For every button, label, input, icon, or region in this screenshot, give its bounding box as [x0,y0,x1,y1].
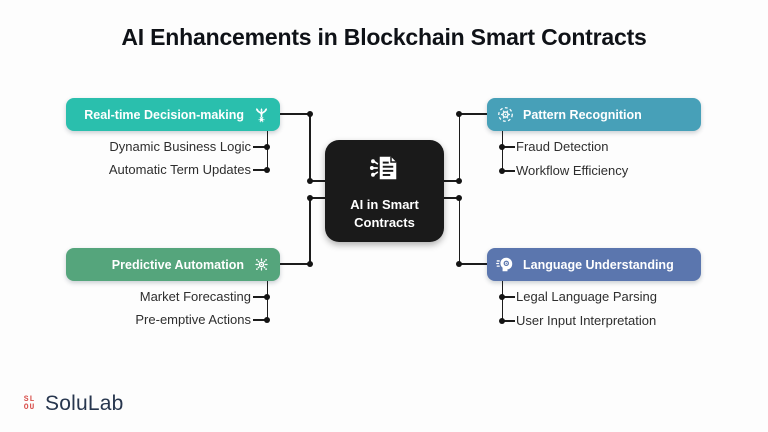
subitem-stub [502,296,515,298]
connector-dot [307,178,313,184]
connector-line [458,113,488,115]
subitem-pre-emptive-actions: Pre-emptive Actions [135,312,251,327]
connector-dot [307,111,313,117]
solulab-logo: SL OU SoluLab [20,392,124,416]
subitem-dot [499,318,505,324]
subitem-stub [253,296,267,298]
subitem-dot [499,144,505,150]
subitem-dot [499,168,505,174]
connector-dot [456,111,462,117]
connector-line [443,180,460,182]
subitem-dot [264,294,270,300]
connector-dot [456,195,462,201]
node-predictive-automation: Predictive Automation [66,248,280,281]
subitem-dot [264,144,270,150]
center-node-label: AI in Smart Contracts [350,197,419,230]
node-realtime-decision-making: Real-time Decision-making [66,98,280,131]
subitem-dot [499,294,505,300]
subitem-legal-language-parsing: Legal Language Parsing [516,289,657,304]
subitem-spine [501,281,503,322]
connector-line [309,180,326,182]
subitem-spine [266,281,268,321]
branch-label: Pattern Recognition [523,107,642,122]
subitem-fraud-detection: Fraud Detection [516,139,609,154]
solulab-logo-mark-icon: SL OU [23,395,36,412]
connector-line [458,113,460,182]
subitem-stub [502,146,515,148]
connector-line [458,197,460,265]
connector-dot [307,195,313,201]
subitem-stub [253,319,267,321]
subitem-market-forecasting: Market Forecasting [139,289,251,304]
branch-label: Predictive Automation [111,257,244,272]
subitem-stub [502,170,515,172]
subitem-stub [253,169,267,171]
node-pattern-recognition: Pattern Recognition [487,98,701,131]
subitem-workflow-efficiency: Workflow Efficiency [516,163,629,178]
connector-dot [456,261,462,267]
connector-line [280,263,310,265]
subitem-automatic-term-updates: Automatic Term Updates [108,162,251,177]
subitem-dot [264,317,270,323]
page-title: AI Enhancements in Blockchain Smart Cont… [121,24,647,50]
connector-line [458,263,488,265]
subitem-user-input-interpretation: User Input Interpretation [516,313,657,328]
connector-line [443,197,460,199]
subitem-stub [502,320,515,322]
branch-label: Real-time Decision-making [84,107,244,122]
subitem-dot [264,167,270,173]
brand-wordmark: SoluLab [45,392,124,415]
connector-dot [307,261,313,267]
subitem-spine [501,131,503,172]
connector-line [280,113,310,115]
connector-line [309,113,311,182]
branching-arrows-gear-icon [252,105,271,124]
ai-smart-contract-document-icon [364,150,406,191]
ai-head-gear-icon [496,255,515,274]
branch-label: Language Understanding [523,257,674,272]
radiating-gear-icon [252,255,271,274]
subitem-spine [266,131,268,171]
connector-line [309,197,326,199]
gear-in-dashed-circle-icon [496,105,515,124]
connector-line [309,197,311,265]
node-language-understanding: Language Understanding [487,248,701,281]
subitem-dynamic-business-logic: Dynamic Business Logic [109,139,251,154]
subitem-stub [253,146,267,148]
node-ai-in-smart-contracts: AI in Smart Contracts [325,140,444,242]
connector-dot [456,178,462,184]
